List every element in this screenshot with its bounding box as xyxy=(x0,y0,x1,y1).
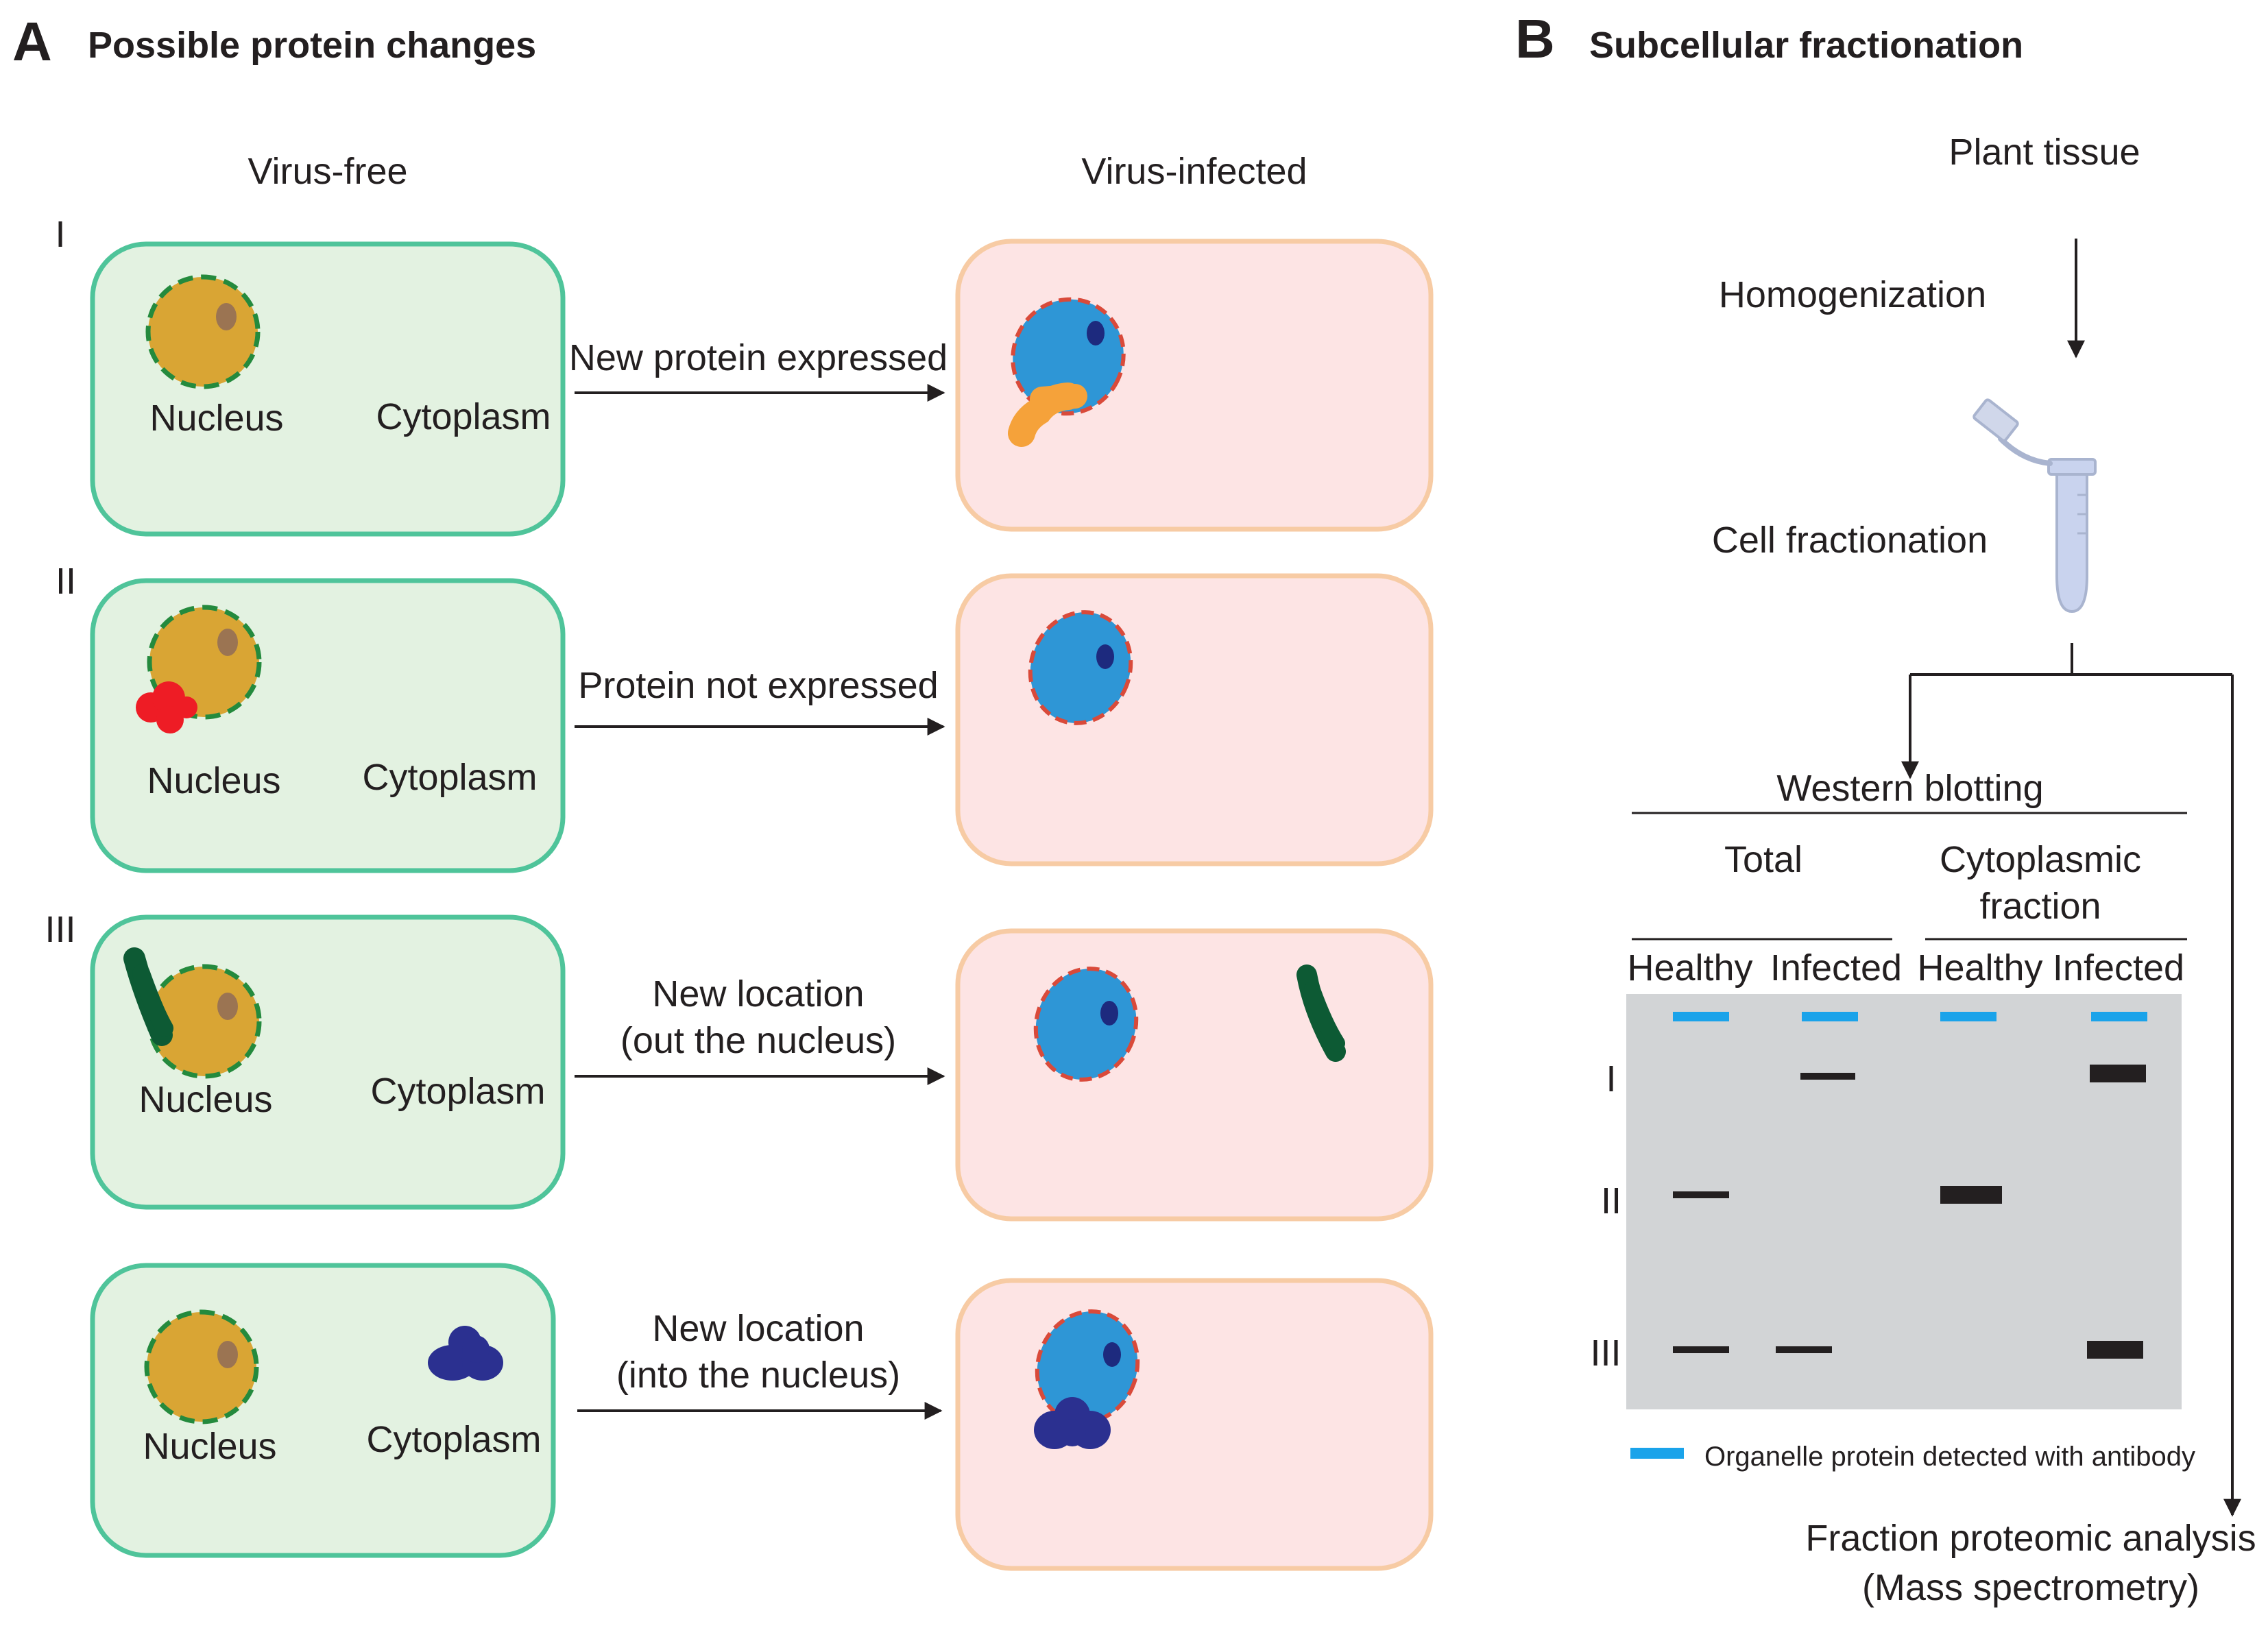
band-row-2-lane-1 xyxy=(1673,1191,1729,1198)
new-protein-orange-tail xyxy=(1030,384,1087,411)
band-row-1-lane-2 xyxy=(1800,1073,1855,1080)
blot-row-2-label: II xyxy=(1601,1180,1621,1222)
nucleus-label-1: Nucleus xyxy=(149,398,283,439)
cell-virus-infected-4 xyxy=(955,1278,1434,1571)
lane-label-2: Infected xyxy=(1770,947,1902,988)
cytoplasm-label-3: Cytoplasm xyxy=(370,1071,545,1112)
nucleus-virus-infected-3 xyxy=(1033,967,1139,1082)
plant-tissue-label: Plant tissue xyxy=(1949,132,2140,173)
cytoplasm-label-1: Cytoplasm xyxy=(376,396,551,437)
row-3: III Nucleus Cytoplasm New location (out … xyxy=(45,909,1434,1222)
panel-a: A Possible protein changes Virus-free Vi… xyxy=(12,11,1434,1571)
band-row-3-lane-4 xyxy=(2087,1341,2143,1359)
proteomics-label-line-2: (Mass spectrometry) xyxy=(1862,1567,2199,1608)
cytoplasm-label-2: Cytoplasm xyxy=(362,757,537,798)
nucleolus-virus-infected-2 xyxy=(1096,644,1114,669)
band-organelle-lane-2 xyxy=(1802,1012,1858,1021)
arrow-3-label-line-2: (out the nucleus) xyxy=(620,1020,896,1061)
nucleus-virus-free-1 xyxy=(145,274,261,389)
blot-row-1-label: I xyxy=(1606,1058,1616,1100)
row-1-numeral: I xyxy=(55,214,65,255)
row-3-numeral: III xyxy=(45,909,75,950)
arrow-1-label: New protein expressed xyxy=(569,337,948,378)
cell-virus-infected-3 xyxy=(955,928,1434,1222)
panel-b-letter: B xyxy=(1515,8,1555,69)
panel-b-title: Subcellular fractionation xyxy=(1589,25,2023,66)
cell-virus-free-3 xyxy=(90,914,566,1210)
row-4: Nucleus Cytoplasm New location (into the… xyxy=(90,1263,1434,1571)
band-row-2-lane-3 xyxy=(1940,1186,2002,1204)
cytoplasmic-label-line-2: fraction xyxy=(1979,886,2101,927)
nucleolus-virus-free-3 xyxy=(217,993,238,1020)
protein-navy-free xyxy=(428,1326,503,1381)
lane-label-3: Healthy xyxy=(1917,947,2042,988)
arrow-4-label-line-1: New location xyxy=(652,1308,864,1349)
western-blotting-label: Western blotting xyxy=(1776,768,2043,809)
row-1: I Nucleus Cytoplasm New protein expresse… xyxy=(55,214,1434,537)
band-row-1-lane-4 xyxy=(2090,1065,2146,1082)
proteomics-label-line-1: Fraction proteomic analysis xyxy=(1805,1518,2256,1559)
arrow-4-label-line-2: (into the nucleus) xyxy=(616,1355,900,1396)
nucleolus-virus-free-1 xyxy=(216,303,237,330)
western-blot-membrane xyxy=(1626,994,2182,1409)
cell-fractionation-label: Cell fractionation xyxy=(1712,520,1988,561)
tube-icon xyxy=(1973,398,2097,614)
legend-swatch xyxy=(1630,1448,1684,1459)
protein-red xyxy=(136,681,197,733)
protein-navy-infected xyxy=(1034,1397,1111,1449)
band-row-3-lane-1 xyxy=(1673,1346,1729,1353)
cytoplasm-label-4: Cytoplasm xyxy=(366,1419,541,1460)
arrow-3-label-line-1: New location xyxy=(652,973,864,1015)
band-organelle-lane-3 xyxy=(1940,1012,1996,1021)
total-label: Total xyxy=(1724,839,1802,880)
column-header-virus-infected: Virus-infected xyxy=(1081,151,1307,192)
homogenization-label: Homogenization xyxy=(1719,274,1986,315)
cell-virus-free-1 xyxy=(90,241,566,537)
nucleus-label-4: Nucleus xyxy=(143,1426,276,1467)
nucleolus-virus-infected-1 xyxy=(1087,321,1105,345)
arrow-2-label: Protein not expressed xyxy=(578,665,938,706)
nucleolus-virus-free-4 xyxy=(217,1341,238,1368)
lane-label-1: Healthy xyxy=(1627,947,1752,988)
band-organelle-lane-4 xyxy=(2091,1012,2147,1021)
panel-a-title: Possible protein changes xyxy=(88,25,536,66)
nucleolus-virus-free-2 xyxy=(217,629,238,656)
row-2-numeral: II xyxy=(56,561,76,602)
blot-row-3-label: III xyxy=(1590,1333,1621,1374)
nucleus-virus-free-4 xyxy=(144,1309,259,1424)
nucleolus-virus-infected-4 xyxy=(1103,1342,1121,1367)
band-row-3-lane-2 xyxy=(1776,1346,1832,1353)
nucleus-virus-infected-2 xyxy=(1028,610,1133,725)
lane-label-4: Infected xyxy=(2053,947,2184,988)
nucleus-label-2: Nucleus xyxy=(147,760,280,801)
nucleus-label-3: Nucleus xyxy=(138,1079,272,1120)
panel-b: B Subcellular fractionation Plant tissue… xyxy=(1515,8,2256,1608)
cell-virus-free-4 xyxy=(90,1263,556,1558)
panel-a-letter: A xyxy=(12,11,52,72)
cell-virus-infected-2 xyxy=(955,573,1434,866)
nucleolus-virus-infected-3 xyxy=(1100,1001,1118,1026)
column-header-virus-free: Virus-free xyxy=(248,151,407,192)
cytoplasmic-label-line-1: Cytoplasmic xyxy=(1940,839,2141,880)
row-2: II Nucleus Cytoplasm Protein not express… xyxy=(56,561,1434,873)
legend-label: Organelle protein detected with antibody xyxy=(1704,1442,2195,1472)
band-organelle-lane-1 xyxy=(1673,1012,1729,1021)
